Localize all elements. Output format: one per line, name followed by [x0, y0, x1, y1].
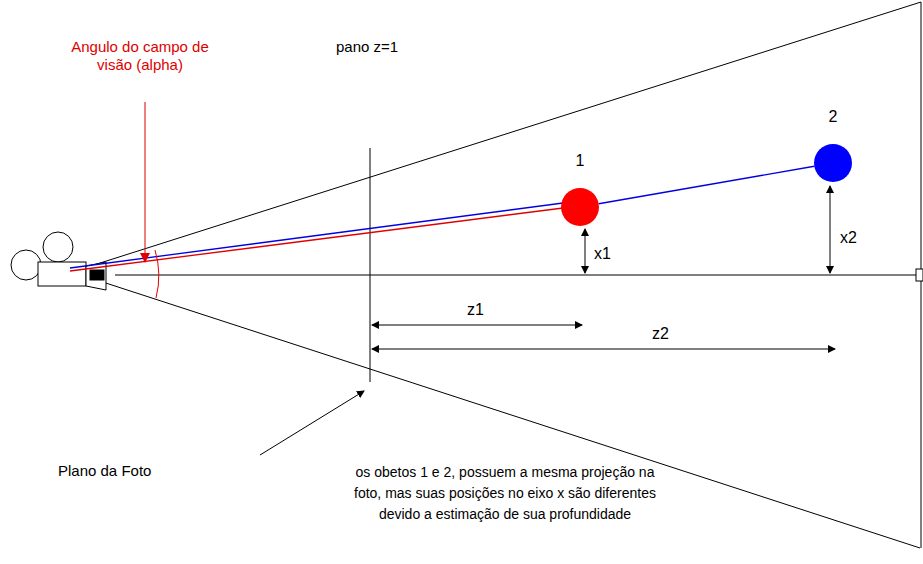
note-text: os obetos 1 e 2, possuem a mesma projeçã…: [350, 462, 660, 525]
dimension-label: x1: [594, 244, 611, 263]
x1-dimension: [585, 229, 586, 273]
optical-axis: [115, 275, 916, 276]
blue-object: 2: [812, 108, 854, 184]
dimension-label: x2: [840, 228, 857, 247]
photo-plane: [370, 148, 371, 382]
projection-ray: [599, 166, 815, 203]
x2-dimension: [830, 186, 831, 273]
z2-dimension: [372, 349, 835, 350]
ray-blue: [70, 203, 563, 268]
ray-red: [70, 208, 563, 271]
object-disc: [814, 144, 852, 182]
z1-dimension: [372, 325, 582, 326]
axis-end: [916, 269, 923, 281]
callout-number: 1: [559, 152, 601, 170]
angle-arc: [155, 250, 159, 298]
dimension-label: z2: [652, 324, 669, 343]
callout-number: 2: [812, 108, 854, 126]
angle-label: Angulo do campo de visão (alpha): [70, 38, 210, 74]
object-disc: [561, 188, 599, 226]
red-object: 1: [559, 152, 601, 228]
angle-leader: [145, 102, 146, 262]
photo-plane-leader: [260, 391, 364, 455]
plane-label: pano z=1: [336, 38, 398, 56]
dimension-label: z1: [467, 300, 484, 319]
photo-plane-label: Plano da Foto: [58, 462, 151, 480]
view-frustum: [75, 2, 921, 548]
camera-icon: [11, 232, 106, 290]
